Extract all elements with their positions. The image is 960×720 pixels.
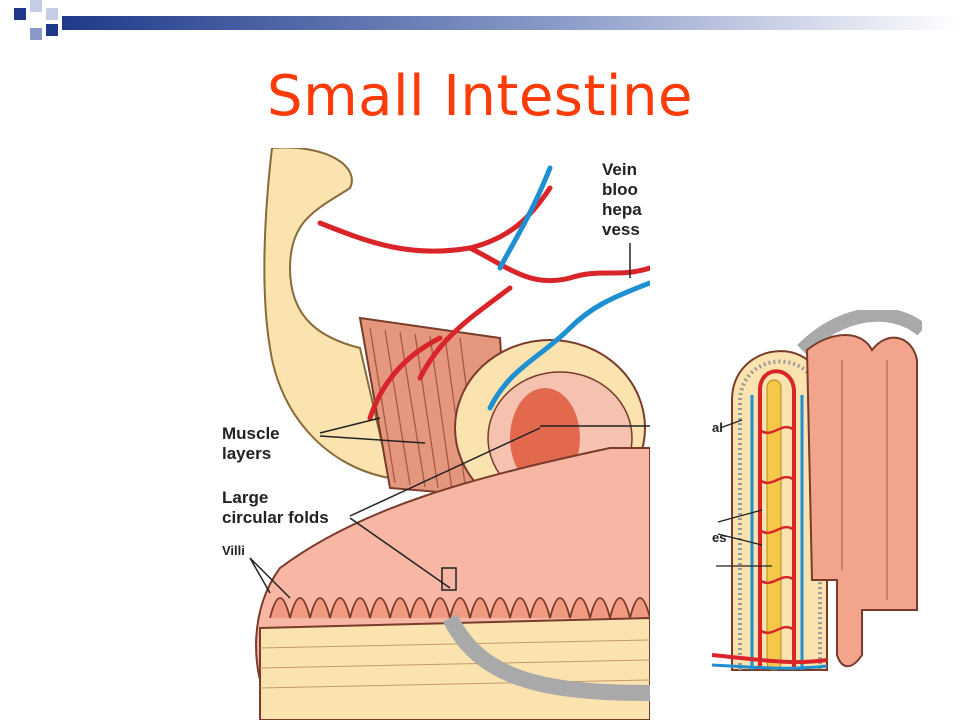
header-gradient-bar <box>62 16 960 30</box>
label-muscle-layers-line2: layers <box>222 444 272 463</box>
label-muscle-layers-line1: Muscle <box>222 424 280 443</box>
villus-vein <box>750 395 804 670</box>
lacteal <box>766 379 782 671</box>
header-square-1 <box>14 8 26 20</box>
slide-title: Small Intestine <box>267 64 693 129</box>
villi-leader-lines <box>249 557 291 599</box>
label-vein: Vein bloo hepa vess <box>602 160 650 240</box>
header-square-5 <box>46 24 58 36</box>
label-vein-line1: Vein <box>602 160 637 179</box>
folds-leader-lines <box>349 427 541 589</box>
villus-artery <box>758 369 796 670</box>
adjacent-villi-folds <box>841 360 888 600</box>
inset-label-a: al <box>712 420 723 435</box>
intestine-tube-outer <box>263 148 392 480</box>
villus-epithelium <box>738 359 822 670</box>
label-circular-folds-line1: Large <box>222 488 269 507</box>
label-vein-line3: hepa <box>602 200 642 219</box>
label-muscle-layers: Muscle layers <box>222 424 280 464</box>
inset-leader-lines <box>716 419 772 567</box>
header-square-3 <box>30 28 42 40</box>
villus-illustration <box>712 310 922 671</box>
muscle-leader-lines <box>319 417 426 444</box>
header-square-4 <box>46 8 58 20</box>
zoom-box <box>441 567 457 591</box>
label-vein-line4: vess <box>602 220 640 239</box>
base-stripes <box>259 639 650 689</box>
submucosa-base <box>259 616 650 720</box>
header-square-2 <box>30 0 42 12</box>
label-circular-folds: Large circular folds <box>222 488 329 528</box>
artery-branch <box>317 185 650 421</box>
label-circular-folds-line2: circular folds <box>222 508 329 527</box>
header-decoration <box>14 0 960 40</box>
inset-zoom-arc <box>797 310 922 356</box>
capillary-loops <box>759 425 795 635</box>
villus-base-vessel <box>712 653 828 665</box>
vein-branch <box>487 165 650 411</box>
inset-label-b: es <box>712 530 727 545</box>
label-villi: Villi <box>222 543 245 558</box>
villi-row <box>269 597 650 619</box>
zoom-arc <box>442 614 650 701</box>
label-vein-line2: bloo <box>602 180 638 199</box>
intestine-illustration <box>249 148 650 720</box>
muscle-stripes <box>369 327 481 495</box>
adjacent-villi <box>805 334 918 668</box>
villus-base-vessel-blue <box>712 663 828 670</box>
